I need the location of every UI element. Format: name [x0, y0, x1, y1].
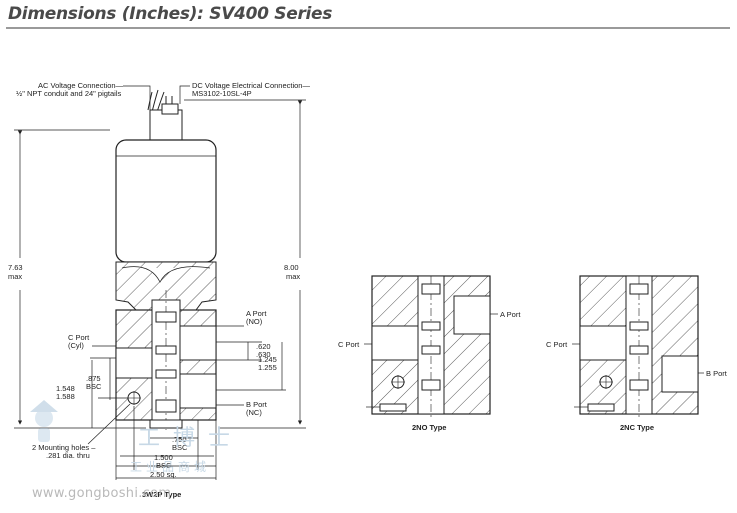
ac-connection-detail: ½" NPT conduit and 24" pigtails — [16, 89, 121, 98]
no-a-port-label: A Port — [500, 310, 521, 319]
dim-750-bsc: BSC — [172, 443, 188, 452]
nc-view: C Port B Port 2NC Type — [546, 275, 728, 432]
watermark-cn-subtitle: 工业品商城 — [130, 460, 211, 474]
no-c-port-label: C Port — [338, 340, 360, 349]
height-right-unit: max — [286, 272, 300, 281]
mounting-holes-detail: .281 dia. thru — [46, 451, 90, 460]
dim-1500-bsc: BSC — [156, 461, 172, 470]
dim-620: .620 — [256, 342, 271, 351]
dim-630: .630 — [256, 350, 271, 359]
dim-875-bsc: BSC — [86, 382, 102, 391]
type-label-2nc: 2NC Type — [620, 423, 654, 432]
height-left-unit: max — [8, 272, 22, 281]
title-rule — [6, 27, 730, 29]
a-port-label: A Port — [246, 309, 267, 318]
dc-connection-label: DC Voltage Electrical Connection— — [192, 81, 310, 90]
watermark-cn-title: 工 博 士 — [138, 426, 233, 451]
dim-1245: 1.245 — [258, 355, 277, 364]
no-view: C Port A Port 2NO Type — [338, 275, 521, 432]
b-port-label: B Port — [246, 400, 268, 409]
b-port-state: (NC) — [246, 408, 262, 417]
page-title: Dimensions (Inches): SV400 Series — [8, 4, 333, 24]
c-port-state: (Cyl) — [68, 341, 84, 350]
solenoid-housing — [115, 139, 217, 263]
ac-connection-label: AC Voltage Connection— — [38, 81, 124, 90]
dim-1548: 1.548 — [56, 384, 75, 393]
mounting-holes-label: 2 Mounting holes – — [32, 443, 96, 452]
c-port-label: C Port — [68, 333, 90, 342]
watermark-url: www.gongboshi.com — [32, 486, 172, 501]
height-left-value: 7.63 — [8, 263, 23, 272]
dim-750: .750 — [172, 435, 187, 444]
watermark-mascot-icon — [30, 400, 58, 442]
dim-1500: 1.500 — [154, 453, 173, 462]
dim-1255: 1.255 — [258, 363, 277, 372]
connector-stub — [147, 89, 183, 141]
nc-c-port-label: C Port — [546, 340, 568, 349]
dim-250: 2.50 sq. — [150, 470, 177, 479]
a-port-state: (NO) — [246, 317, 263, 326]
main-view: AC Voltage Connection— ½" NPT conduit an… — [8, 81, 310, 499]
height-right-value: 8.00 — [284, 263, 299, 272]
dc-connection-detail: MS3102-10SL-4P — [192, 89, 252, 98]
type-label-3w2p: 3W2P Type — [142, 490, 181, 499]
nc-b-port-label: B Port — [706, 369, 728, 378]
dim-1588: 1.588 — [56, 392, 75, 401]
dim-875: .875 — [86, 374, 101, 383]
type-label-2no: 2NO Type — [412, 423, 446, 432]
